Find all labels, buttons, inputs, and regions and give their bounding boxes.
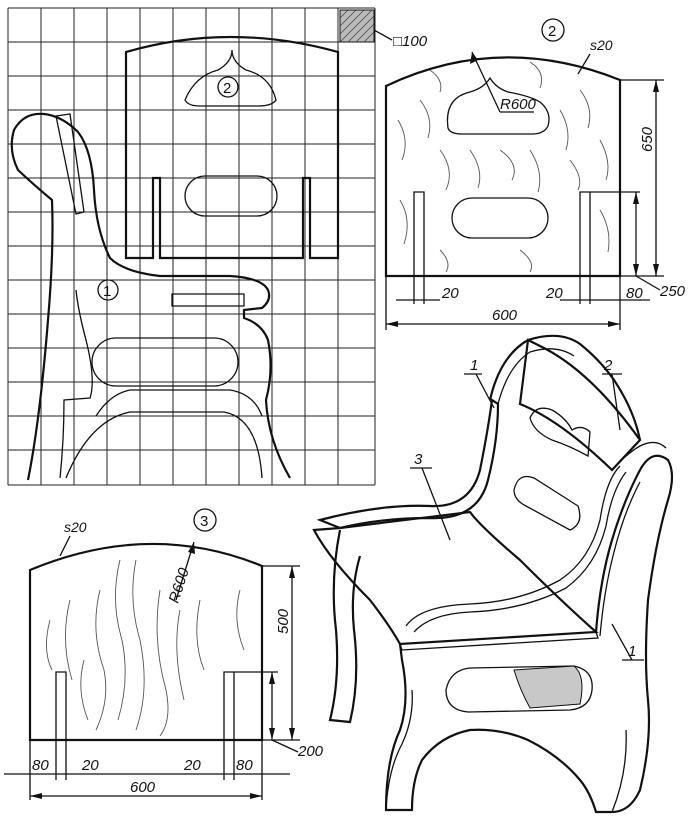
seat-slot-arrow-top <box>269 672 275 684</box>
seat-panel-outline <box>28 542 264 742</box>
grid-part-2-circle <box>217 76 239 98</box>
iso-part-2-label: 2 <box>603 357 613 374</box>
back-thickness-label: s20 <box>590 37 613 53</box>
iso-part-1-top-label: 1 <box>470 357 478 374</box>
iso-part-3-label: 3 <box>414 451 423 468</box>
seat-slot-arrow-bottom <box>269 728 275 740</box>
seat-thickness-label: s20 <box>64 519 87 535</box>
iso-back-bottom-cutout <box>513 475 581 531</box>
back-slot-height-label: 250 <box>659 283 686 300</box>
back-top-cutout <box>446 76 550 135</box>
grid-part-1-label: 1 <box>103 283 111 300</box>
back-slot-leader <box>635 275 661 291</box>
back-bottom-cutout <box>451 197 549 239</box>
seat-slot-height-label: 200 <box>297 743 324 760</box>
iso-seat <box>312 510 599 646</box>
back-part-2-label: 2 <box>548 23 556 40</box>
back-height-arrow-top <box>653 80 659 92</box>
seat-part-3-circle <box>193 508 217 532</box>
back-part-2-circle <box>541 18 565 42</box>
seat-width-arrow-left <box>30 793 42 799</box>
scale-square <box>339 9 375 43</box>
seat-panel-drawing: 3 s20 R600 500 <box>4 508 324 800</box>
seat-right-offset-label: 80 <box>236 757 253 774</box>
seat-part-3-label: 3 <box>200 513 208 530</box>
grid-part-2-label: 2 <box>223 80 231 97</box>
back-height-arrow-bottom <box>653 264 659 276</box>
seat-height-arrow-bottom <box>289 728 295 740</box>
seat-height-label: 500 <box>275 608 292 634</box>
iso-far-side-top <box>488 334 642 441</box>
iso-part-1-top-leader <box>475 373 495 409</box>
iso-far-armrest <box>316 398 500 530</box>
back-panel-drawing: 2 s20 <box>384 18 686 330</box>
iso-near-side <box>384 454 674 814</box>
seat-left-offset-label: 80 <box>32 757 49 774</box>
back-radius-label: R600 <box>500 96 537 113</box>
iso-shadow-fill <box>513 665 583 709</box>
iso-back-top-cutout <box>529 407 591 458</box>
back-width-arrow-right <box>608 321 620 327</box>
scale-leader <box>373 29 393 41</box>
seat-height-arrow-top <box>289 566 295 578</box>
seat-slot-leader <box>271 739 299 753</box>
back-wood-grain <box>397 61 610 273</box>
template-grid <box>7 7 376 486</box>
back-slot-arrow-top <box>633 192 639 204</box>
iso-near-cutout <box>445 665 593 713</box>
seat-radius-label: R600 <box>166 565 193 605</box>
seat-width-arrow-right <box>250 793 262 799</box>
iso-part-2-leader <box>611 373 621 431</box>
back-slot-width-left-label: 20 <box>441 285 459 302</box>
back-slot-width-right-label: 20 <box>545 285 563 302</box>
back-slot-offset-label: 80 <box>626 285 643 302</box>
back-radius-leader <box>471 51 501 113</box>
back-height-label: 650 <box>639 126 656 152</box>
grid-scale-label: □100 <box>393 33 428 50</box>
grid-back-outline <box>124 35 340 260</box>
grid-template: □100 1 2 <box>7 7 428 486</box>
grid-side-outline <box>10 112 291 481</box>
back-width-arrow-left <box>386 321 398 327</box>
seat-wood-grain <box>46 559 245 737</box>
back-slot-arrow-bottom <box>633 264 639 276</box>
back-panel-outline <box>384 56 622 278</box>
iso-part-1-bottom-label: 1 <box>628 643 636 660</box>
back-thickness-leader <box>577 53 591 75</box>
seat-thickness-leader <box>59 535 71 557</box>
seat-width-label: 600 <box>130 779 156 796</box>
back-width-label: 600 <box>492 307 518 324</box>
seat-left-slot-label: 20 <box>81 757 99 774</box>
iso-part-1-bottom-leader <box>611 623 633 661</box>
iso-back-panel <box>518 338 642 472</box>
seat-radius-arrow <box>188 542 195 554</box>
back-radius-arrow <box>470 52 478 64</box>
iso-part-3-leader <box>421 467 451 541</box>
isometric-chair: 1 2 3 1 <box>312 334 674 814</box>
seat-right-slot-label: 20 <box>183 757 201 774</box>
grid-part-1-circle <box>97 279 119 301</box>
